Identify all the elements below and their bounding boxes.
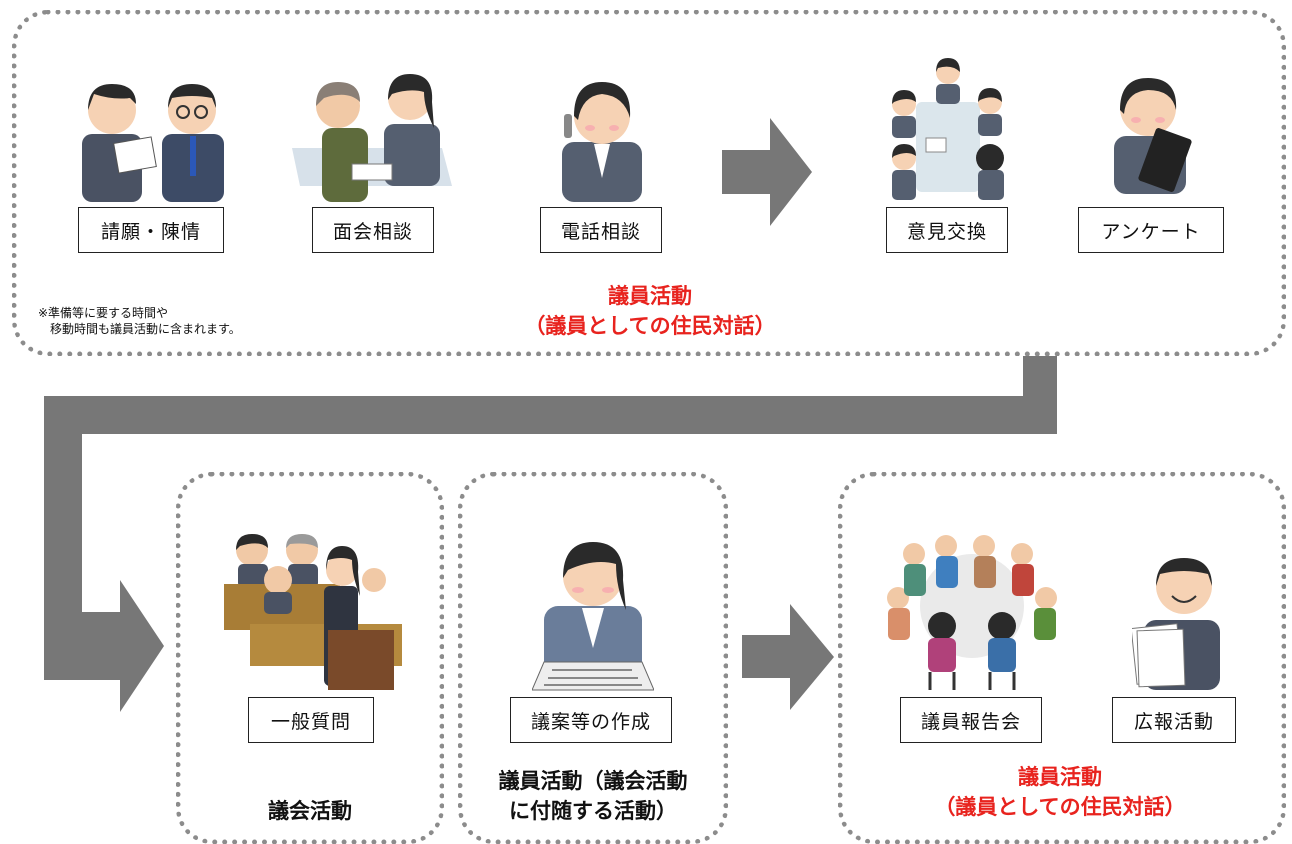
bottom-caption-line1: 議員活動 (1018, 765, 1102, 789)
phone-consultation-icon (562, 82, 642, 202)
report-meeting-icon (887, 535, 1057, 690)
drafting-caption-line1: 議員活動（議会活動 (498, 769, 688, 793)
item-label-general-question: 一般質問 (248, 697, 374, 743)
note-line2: 移動時間も議員活動に含まれます。 (38, 322, 241, 336)
top-caption-line2: （議員としての住民対話） (524, 314, 776, 338)
item-label-petition: 請願・陳情 (78, 207, 224, 253)
petition-people-icon (82, 84, 224, 202)
item-label-drafting: 議案等の作成 (510, 697, 672, 743)
note-line1: ※準備等に要する時間や (38, 306, 169, 320)
arrow-bottom-right (742, 604, 834, 710)
arrow-top-right (722, 118, 812, 226)
publicity-papers-icon (1132, 558, 1220, 690)
document-drafting-icon (532, 542, 654, 691)
council-caption: 議会活動 (268, 799, 352, 823)
drafting-caption-line2: に付随する活動） (509, 799, 677, 823)
item-label-survey: アンケート (1078, 207, 1224, 253)
bottom-caption-line2: （議員としての住民対話） (934, 795, 1186, 819)
assembly-speech-icon (224, 534, 402, 690)
survey-clipboard-icon (1114, 78, 1192, 194)
item-label-phone: 電話相談 (540, 207, 662, 253)
top-group-caption: 議員活動 （議員としての住民対話） (500, 281, 800, 341)
resident-dialogue-group-top (12, 10, 1286, 356)
item-label-publicity: 広報活動 (1112, 697, 1236, 743)
discussion-group-icon (892, 58, 1004, 200)
drafting-caption: 議員活動（議会活動 に付随する活動） (458, 766, 728, 826)
meeting-consultation-icon (292, 74, 452, 202)
top-caption-line1: 議員活動 (608, 284, 692, 308)
item-label-discussion: 意見交換 (886, 207, 1008, 253)
item-label-meeting: 面会相談 (312, 207, 434, 253)
bottom-group-caption: 議員活動 （議員としての住民対話） (910, 762, 1210, 822)
item-label-report-meeting: 議員報告会 (900, 697, 1042, 743)
connector-arrow (44, 356, 1057, 712)
preparation-time-note: ※準備等に要する時間や 移動時間も議員活動に含まれます。 (38, 305, 241, 337)
